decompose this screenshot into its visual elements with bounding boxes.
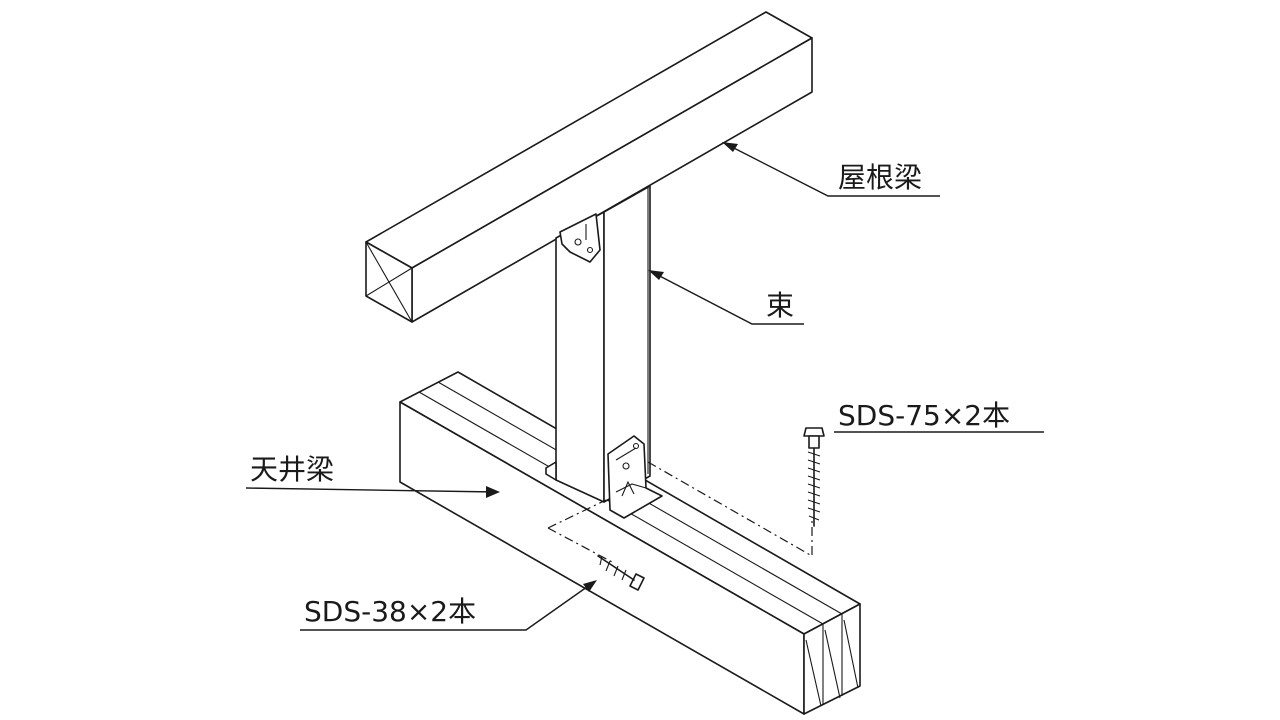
label-screw-short: SDS-38×2本 [304,595,477,628]
label-roof-beam: 屋根梁 [838,161,923,194]
screw-guide-lines [547,461,813,563]
leader-post [648,270,804,325]
roof-beam [365,11,813,323]
post [555,185,651,503]
label-ceiling-beam: 天井梁 [250,453,335,486]
label-screw-long: SDS-75×2本 [838,399,1011,432]
leader-ceiling-beam [245,486,500,498]
label-post: 束 [766,289,795,322]
bottom-bracket [545,435,663,519]
leader-screw-short [300,580,597,631]
leader-roof-beam [722,142,940,197]
screw-long-icon [803,427,825,527]
screw-short-icon [597,555,645,591]
top-bracket [559,213,601,263]
